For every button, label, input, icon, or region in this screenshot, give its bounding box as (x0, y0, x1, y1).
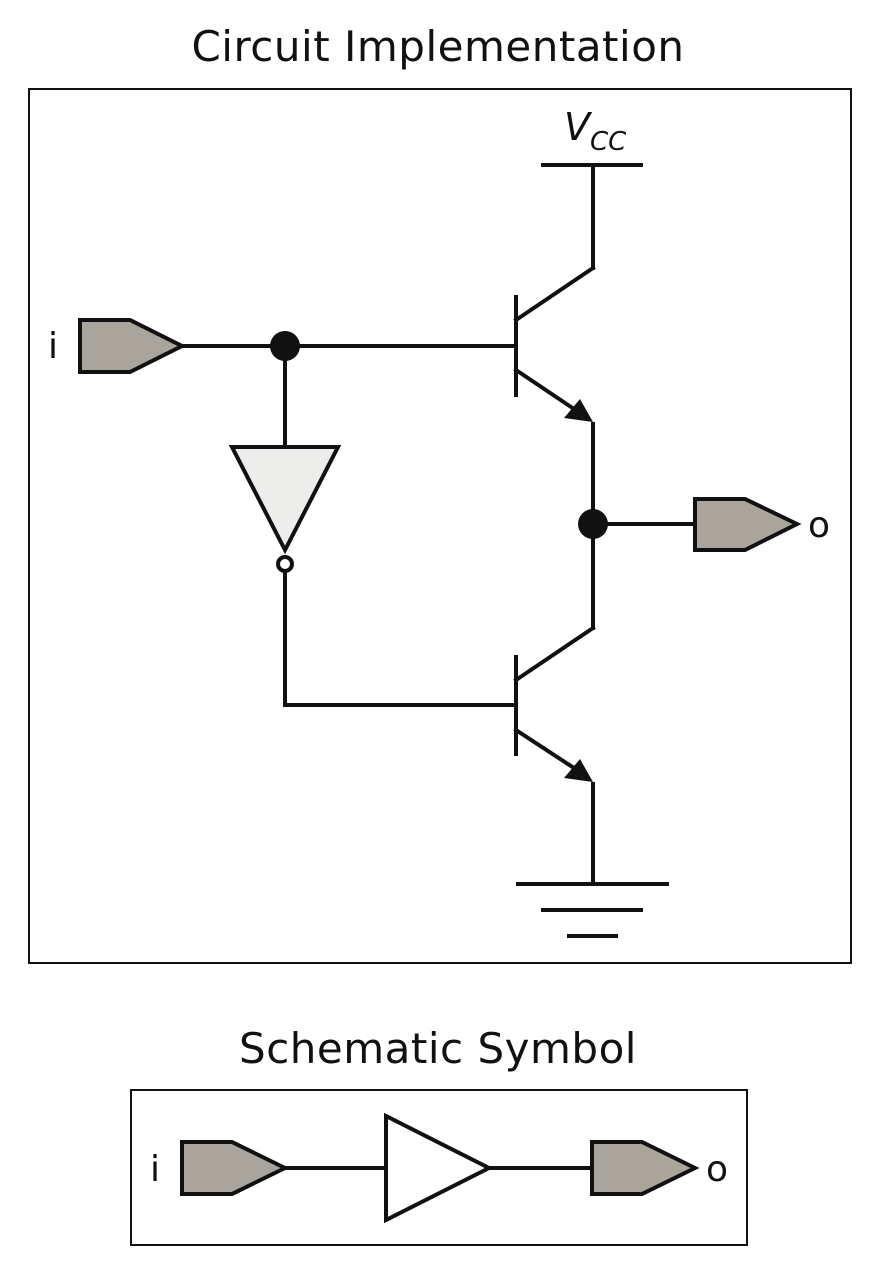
upper-emitter-arrow-icon (564, 399, 593, 422)
symbol-output-label: o (706, 1149, 728, 1190)
upper-emitter-leg (513, 367, 580, 414)
circuit-title: Circuit Implementation (191, 22, 685, 71)
output-port-icon (693, 497, 802, 552)
vcc-label: VCC (564, 105, 627, 157)
symbol-output-port-icon (590, 1140, 700, 1196)
lower-collector-leg (513, 625, 596, 683)
input-port-icon (78, 318, 187, 374)
symbol-title: Schematic Symbol (239, 1024, 637, 1073)
symbol-input-label: i (150, 1149, 160, 1190)
lower-emitter-leg (513, 727, 580, 773)
buffer-triangle-icon (384, 1112, 494, 1224)
lower-emitter-arrow-icon (564, 759, 593, 782)
upper-collector-leg (513, 265, 596, 323)
input-label: i (48, 326, 58, 367)
output-label: o (808, 505, 830, 546)
inverter-bubble-icon (276, 555, 294, 573)
inverter-triangle-icon (228, 445, 342, 555)
symbol-input-port-icon (180, 1140, 290, 1196)
